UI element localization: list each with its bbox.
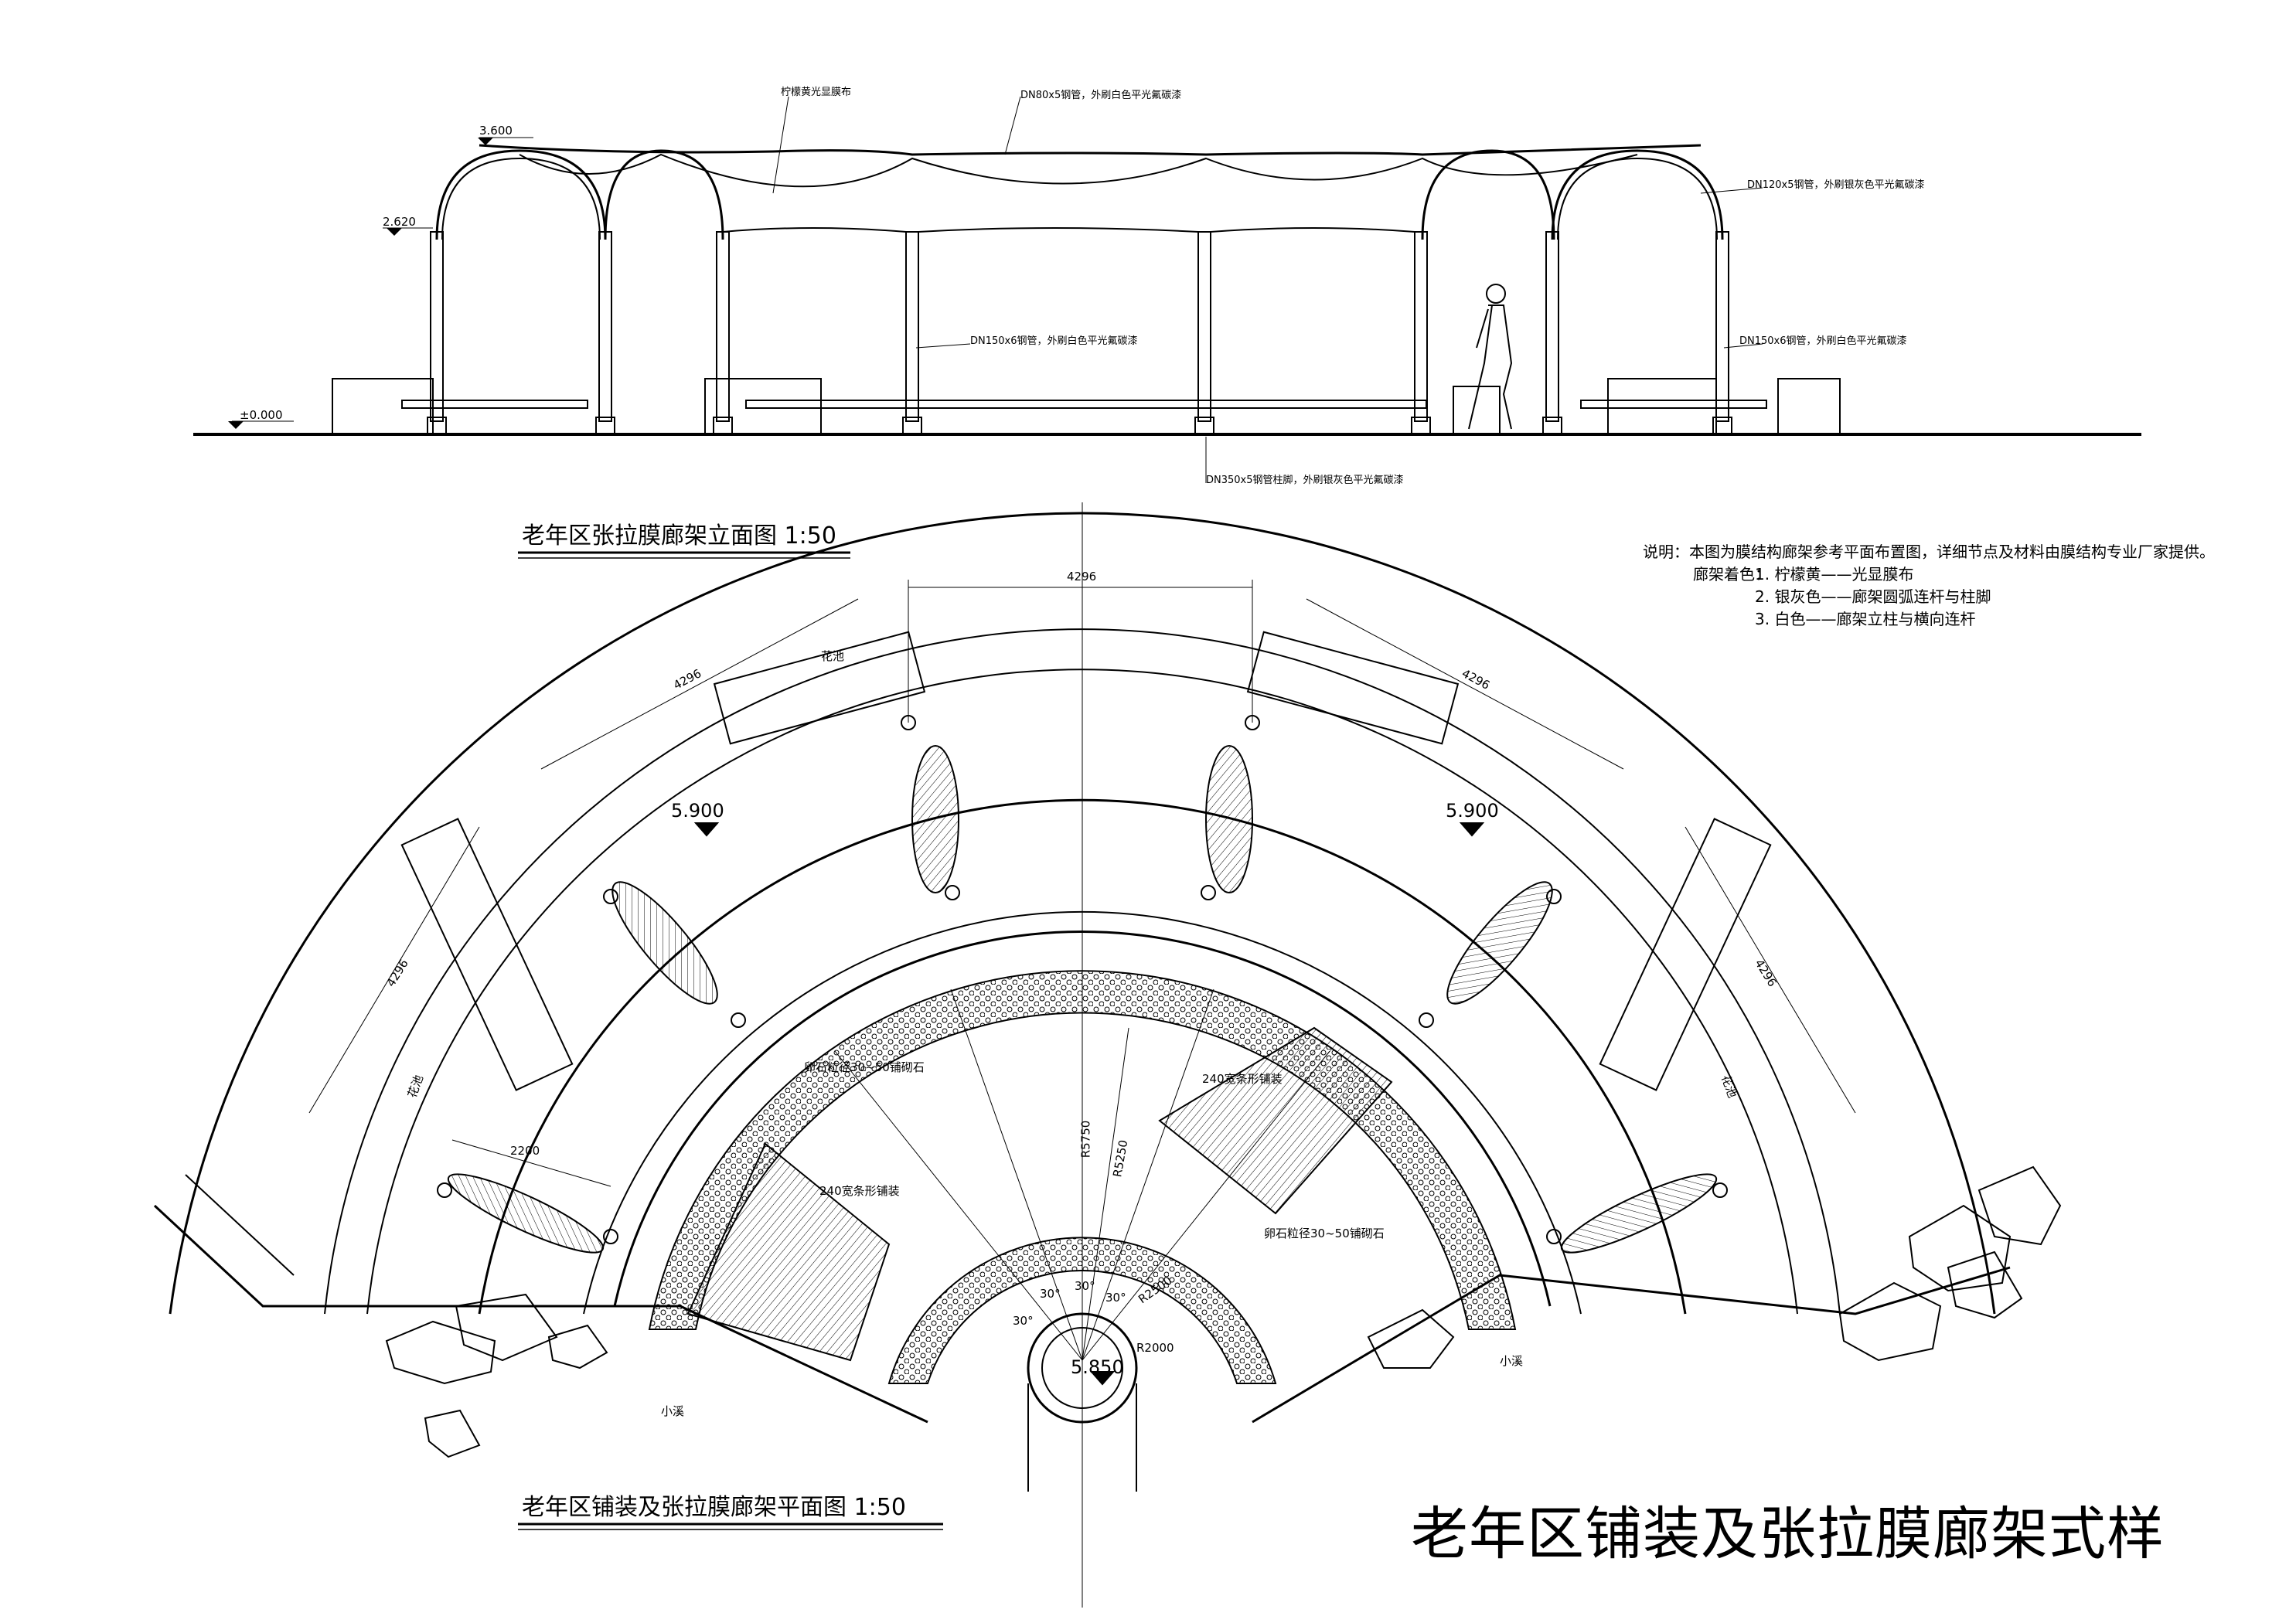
scale-figure <box>1468 284 1513 430</box>
angle-1: 30° <box>1013 1314 1034 1328</box>
elevation-title: 老年区张拉膜廊架立面图 1:50 <box>522 522 836 550</box>
notes-item-3: 3. 白色——廊架立柱与横向连杆 <box>1755 610 1976 628</box>
dn120-note: DN120x5钢管，外刷银灰色平光氟碳漆 <box>1747 179 1925 191</box>
dn150-note-right: DN150x6钢管，外刷白色平光氟碳漆 <box>1739 335 1907 347</box>
planter-label-top: 花池 <box>821 649 845 663</box>
spot-level-left: 5.900 <box>671 800 724 822</box>
membrane-note: 柠檬黄光显膜布 <box>781 87 852 98</box>
dn80-note: DN80x5钢管，外刷白色平光氟碳漆 <box>1020 90 1182 101</box>
plan-title: 老年区铺装及张拉膜廊架平面图 1:50 <box>522 1494 906 1521</box>
angle-2: 30° <box>1040 1287 1061 1301</box>
notes-heading: 廊架着色： <box>1693 565 1770 584</box>
level-ground: ±0.000 <box>240 408 283 422</box>
level-3600: 3.600 <box>479 124 513 138</box>
elevation-drawing <box>193 96 2141 483</box>
notes-item-2: 2. 银灰色——廊架圆弧连杆与柱脚 <box>1755 587 1991 606</box>
sheet-title: 老年区铺装及张拉膜廊架式样 <box>1411 1501 2165 1567</box>
angle-4: 30° <box>1105 1291 1126 1305</box>
dim-2200: 2200 <box>510 1144 540 1158</box>
stream-label-left: 小溪 <box>661 1404 685 1418</box>
stream-label-right: 小溪 <box>1500 1354 1524 1368</box>
paving-pebble-left: 卵石粒径30~50铺砌石 <box>804 1060 925 1074</box>
spot-level-center: 5.850 <box>1071 1356 1124 1378</box>
paving-strip-right: 240宽条形铺装 <box>1202 1072 1283 1086</box>
paving-pebble-right: 卵石粒径30~50铺砌石 <box>1264 1227 1385 1240</box>
dn350-note: DN350x5钢管柱脚，外刷银灰色平光氟碳漆 <box>1206 475 1404 486</box>
rocks <box>385 1165 2062 1458</box>
level-2620: 2.620 <box>383 215 416 229</box>
notes-intro: 说明：本图为膜结构廊架参考平面布置图，详细节点及材料由膜结构专业厂家提供。 <box>1643 543 2215 561</box>
notes-block: 说明：本图为膜结构廊架参考平面布置图，详细节点及材料由膜结构专业厂家提供。 廊架… <box>1643 541 2215 631</box>
plan-drawing <box>153 502 2062 1608</box>
radius-5750: R5750 <box>1078 1120 1093 1159</box>
dn150-note-left: DN150x6钢管，外刷白色平光氟碳漆 <box>970 335 1138 347</box>
spot-level-right: 5.900 <box>1446 800 1499 822</box>
notes-item-1: 1. 柠檬黄——光显膜布 <box>1755 565 1914 584</box>
paving-strip-left: 240宽条形铺装 <box>819 1184 900 1198</box>
radius-2000: R2000 <box>1136 1341 1174 1355</box>
angle-3: 30° <box>1075 1279 1095 1293</box>
dim-top: 4296 <box>1067 570 1097 584</box>
